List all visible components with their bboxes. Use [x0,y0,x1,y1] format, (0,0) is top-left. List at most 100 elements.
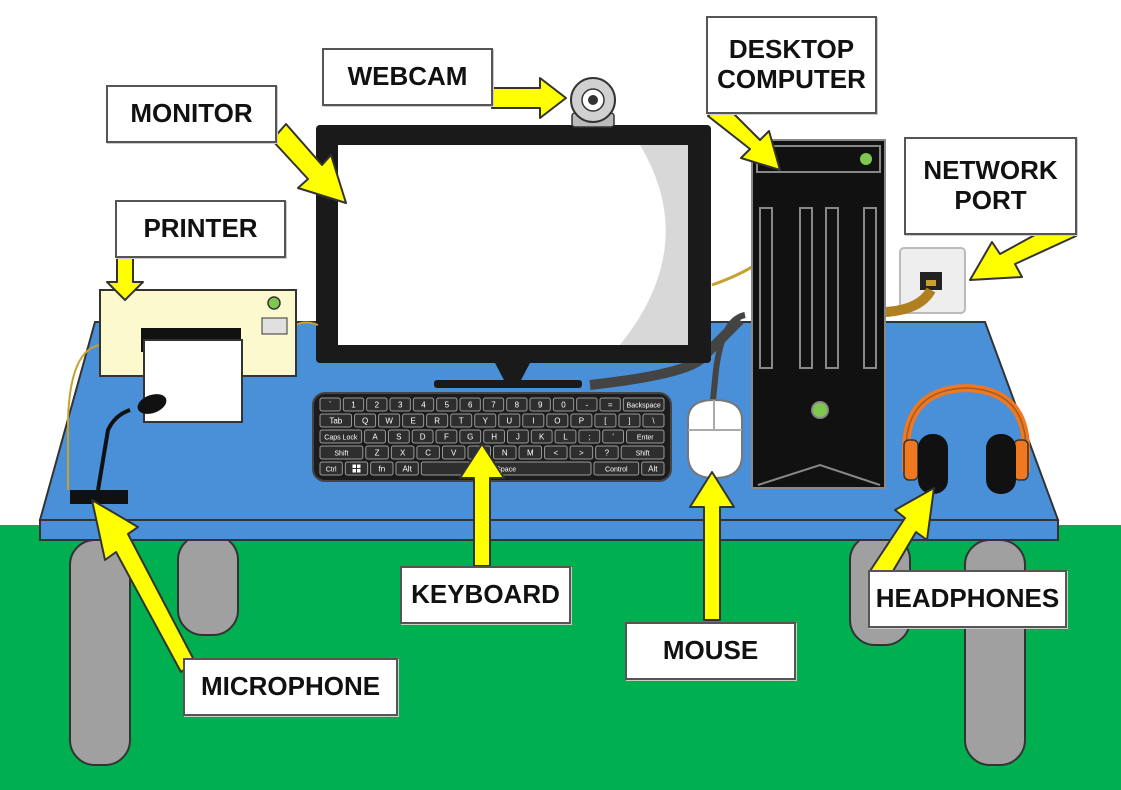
label-mouse: MOUSE [625,622,796,680]
keyboard-key: N [493,445,517,460]
keyboard-key: fn [370,461,394,476]
keyboard-key: A [364,429,386,444]
webcam-icon [570,77,616,128]
label-desktop-computer: DESKTOP COMPUTER [706,16,877,114]
keyboard-key: Z [365,445,389,460]
keyboard-key: 9 [529,397,551,412]
keyboard-key: Ctrl [319,461,343,476]
keyboard-key: Caps Lock [319,429,363,444]
keyboard-key: Shift [620,445,665,460]
keyboard-key-label: < [554,449,559,458]
keyboard-key-label: O [554,417,560,426]
keyboard-key: ? [595,445,619,460]
keyboard-key-label: 8 [515,401,520,410]
keyboard-key: 0 [552,397,575,412]
mouse-icon [687,398,743,480]
keyboard-key: C [416,445,440,460]
keyboard-key: ' [602,429,625,444]
keyboard-key: 4 [412,397,435,412]
keyboard-key-label: 0 [561,401,566,410]
keyboard-key-label: N [502,449,508,458]
keyboard-key: S [387,429,410,444]
keyboard-key-label: Y [483,417,489,426]
arrow-microphone [91,499,196,673]
keyboard-key-label: = [608,401,613,410]
keyboard-key-label: > [579,449,584,458]
keyboard-key: - [576,397,598,412]
keyboard-key: Alt [641,461,665,476]
keyboard-key-label: Control [605,467,628,474]
keyboard-key: O [546,413,569,428]
keyboard-key: U [498,413,521,428]
keyboard-key: 8 [506,397,528,412]
keyboard-key-label: Shift [636,451,650,458]
keyboard-key-label: I [532,417,534,426]
label-headphones-text: HEADPHONES [875,583,1060,614]
keyboard-key-label: 4 [421,401,426,410]
keyboard-key-label: 5 [445,401,450,410]
arrow-monitor [271,123,347,204]
label-monitor-text: MONITOR [130,98,253,129]
arrow-printer [106,257,144,301]
keyboard-key: Backspace [622,397,665,412]
keyboard-key-label: Tab [329,417,342,426]
keyboard-key-label: E [410,417,415,426]
keyboard-key: T [450,413,473,428]
keyboard-key-label: ` [329,401,332,410]
keyboard-key-label: V [451,449,457,458]
label-network-port: NETWORK PORT [904,137,1077,235]
label-printer-text: PRINTER [143,213,258,244]
label-microphone: MICROPHONE [183,658,398,716]
keyboard-key: Enter [626,429,665,444]
keyboard-key: I [522,413,545,428]
windows-logo-icon [344,461,369,476]
keyboard-key-label: 6 [468,401,473,410]
keyboard-key: ` [319,397,341,412]
keyboard-key-label: \ [652,417,655,426]
label-webcam: WEBCAM [322,48,493,106]
keyboard-key: 7 [482,397,505,412]
keyboard-key: Q [354,413,377,428]
keyboard-key-label: S [396,433,401,442]
keyboard-key-label: M [527,449,534,458]
keyboard-key: \ [642,413,665,428]
label-keyboard-text: KEYBOARD [411,579,560,610]
keyboard-key: Tab [319,413,353,428]
keyboard-key-label: 7 [491,401,496,410]
keyboard-key-label: Ctrl [326,467,337,474]
keyboard-key-label: D [420,433,426,442]
keyboard-key-label: ? [605,449,610,458]
keyboard-key-label: Alt [402,465,412,474]
keyboard-key: H [483,429,505,444]
keyboard-key: > [569,445,594,460]
keyboard-key: Shift [319,445,364,460]
keyboard-key-label: fn [378,465,385,474]
label-printer: PRINTER [115,200,286,258]
label-desktop-line2: COMPUTER [717,64,866,94]
label-microphone-text: MICROPHONE [200,671,381,702]
keyboard-key: G [459,429,482,444]
keyboard-key: F [435,429,458,444]
keyboard-key-label: R [434,417,440,426]
keyboard-key: [ [594,413,617,428]
label-webcam-text: WEBCAM [347,61,468,92]
label-keyboard: KEYBOARD [400,566,571,624]
keyboard-key-label: C [425,449,431,458]
keyboard-key-label: F [444,433,449,442]
keyboard-key-label: Caps Lock [324,435,358,442]
keyboard-key: M [518,445,543,460]
table-front-legs [69,539,1026,766]
keyboard-key: J [506,429,529,444]
keyboard-key-label: [ [604,417,607,426]
keyboard-key: P [570,413,593,428]
keyboard-key-label: Backspace [627,403,661,410]
keyboard-key: ; [578,429,601,444]
keyboard-key: 2 [366,397,388,412]
keyboard-key: 6 [459,397,481,412]
desktop-tower-icon [751,139,886,489]
keyboard-key-label: X [400,449,406,458]
keyboard-key-label: K [539,433,545,442]
grass [0,525,1121,790]
